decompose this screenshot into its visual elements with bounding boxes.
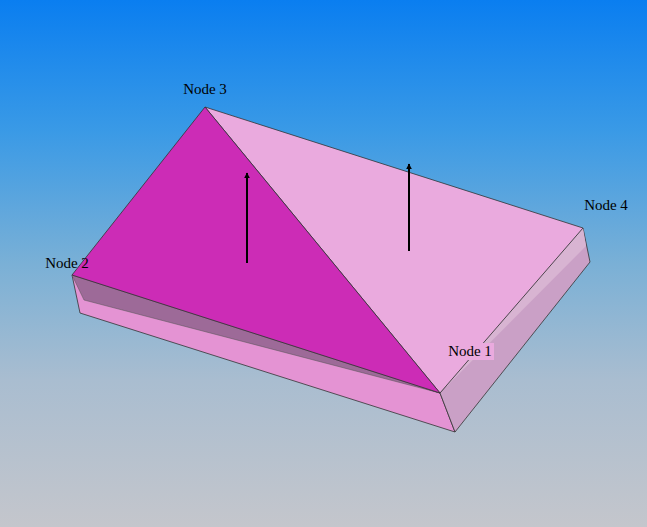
normal-arrow [246, 173, 248, 263]
node-label: Node 4 [582, 197, 630, 214]
dark-triangle [72, 107, 440, 393]
node-label: Node 3 [181, 81, 229, 98]
normal-arrow [408, 164, 410, 251]
node-label: Node 2 [43, 255, 91, 272]
node-label: Node 1 [446, 343, 494, 360]
